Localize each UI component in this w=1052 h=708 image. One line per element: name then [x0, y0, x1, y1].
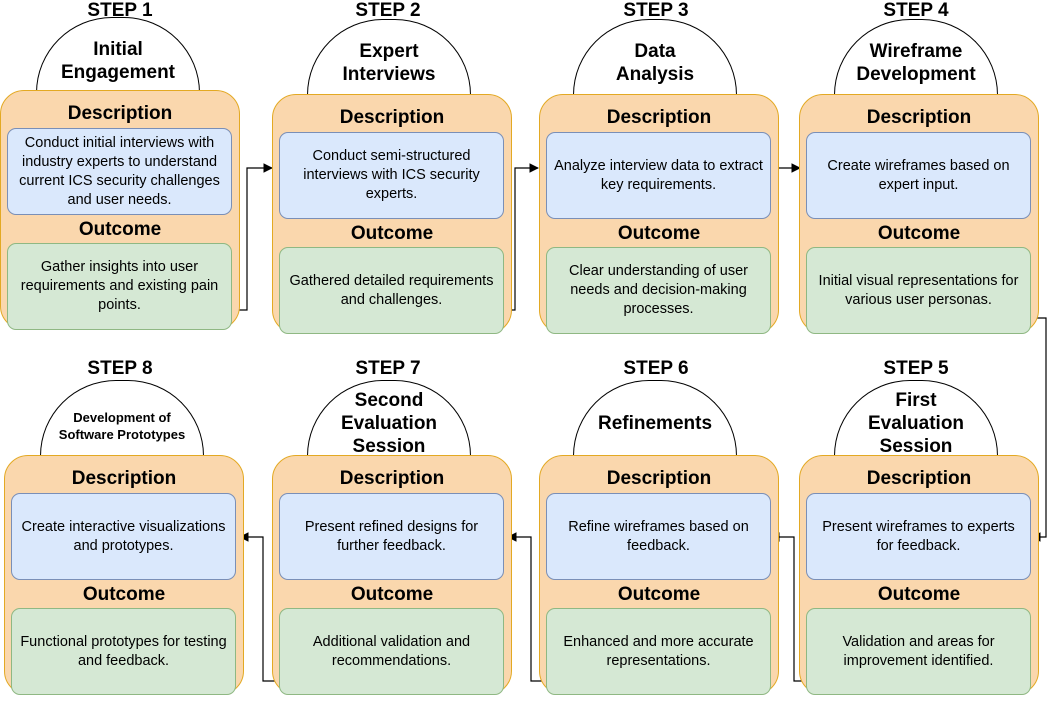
step-title: Second Evaluation Session — [307, 380, 471, 457]
outcome-heading: Outcome — [350, 584, 434, 605]
description-heading: Description — [71, 468, 177, 489]
step-card: Description Create wireframes based on e… — [799, 94, 1039, 334]
step-card: Description Refine wireframes based on f… — [539, 455, 779, 695]
step-label: STEP 6 — [623, 358, 689, 379]
step-title: Expert Interviews — [307, 19, 471, 95]
description-box: Conduct initial interviews with industry… — [7, 128, 232, 215]
outcome-heading: Outcome — [350, 223, 434, 244]
outcome-box: Initial visual representations for vario… — [806, 247, 1031, 334]
step-card: Description Analyze interview data to ex… — [539, 94, 779, 334]
description-box: Analyze interview data to extract key re… — [546, 132, 771, 219]
description-box: Create interactive visualizations and pr… — [11, 493, 236, 580]
step-label: STEP 4 — [883, 0, 949, 21]
step-label: STEP 5 — [883, 358, 949, 379]
description-heading: Description — [67, 103, 173, 124]
description-heading: Description — [606, 107, 712, 128]
outcome-heading: Outcome — [617, 584, 701, 605]
outcome-box: Enhanced and more accurate representatio… — [546, 608, 771, 695]
description-box: Refine wireframes based on feedback. — [546, 493, 771, 580]
step-label: STEP 8 — [87, 358, 153, 379]
description-heading: Description — [606, 468, 712, 489]
description-heading: Description — [866, 468, 972, 489]
outcome-box: Additional validation and recommendation… — [279, 608, 504, 695]
description-box: Conduct semi-structured interviews with … — [279, 132, 504, 219]
step-card: Description Conduct semi-structured inte… — [272, 94, 512, 334]
step-label: STEP 1 — [87, 0, 153, 21]
step-title: Wireframe Development — [834, 19, 998, 95]
step-title: Development of Software Prototypes — [40, 380, 204, 456]
description-heading: Description — [339, 468, 445, 489]
step-title: Refinements — [573, 380, 737, 456]
description-box: Present refined designs for further feed… — [279, 493, 504, 580]
outcome-box: Validation and areas for improvement ide… — [806, 608, 1031, 695]
step-title: Data Analysis — [573, 19, 737, 95]
step-card: Description Create interactive visualiza… — [4, 455, 244, 695]
outcome-box: Gathered detailed requirements and chall… — [279, 247, 504, 334]
description-box: Create wireframes based on expert input. — [806, 132, 1031, 219]
outcome-heading: Outcome — [877, 584, 961, 605]
description-heading: Description — [339, 107, 445, 128]
outcome-heading: Outcome — [78, 219, 162, 240]
step-card: Description Present wireframes to expert… — [799, 455, 1039, 695]
outcome-heading: Outcome — [877, 223, 961, 244]
step-card: Description Present refined designs for … — [272, 455, 512, 695]
step-label: STEP 7 — [355, 358, 421, 379]
outcome-box: Clear understanding of user needs and de… — [546, 247, 771, 334]
description-box: Present wireframes to experts for feedba… — [806, 493, 1031, 580]
step-label: STEP 2 — [355, 0, 421, 21]
outcome-heading: Outcome — [82, 584, 166, 605]
outcome-box: Functional prototypes for testing and fe… — [11, 608, 236, 695]
outcome-heading: Outcome — [617, 223, 701, 244]
step-title: Initial Engagement — [36, 17, 200, 93]
outcome-box: Gather insights into user requirements a… — [7, 243, 232, 330]
step-title: First Evaluation Session — [834, 380, 998, 457]
step-label: STEP 3 — [623, 0, 689, 21]
description-heading: Description — [866, 107, 972, 128]
step-card: Description Conduct initial interviews w… — [0, 90, 240, 330]
